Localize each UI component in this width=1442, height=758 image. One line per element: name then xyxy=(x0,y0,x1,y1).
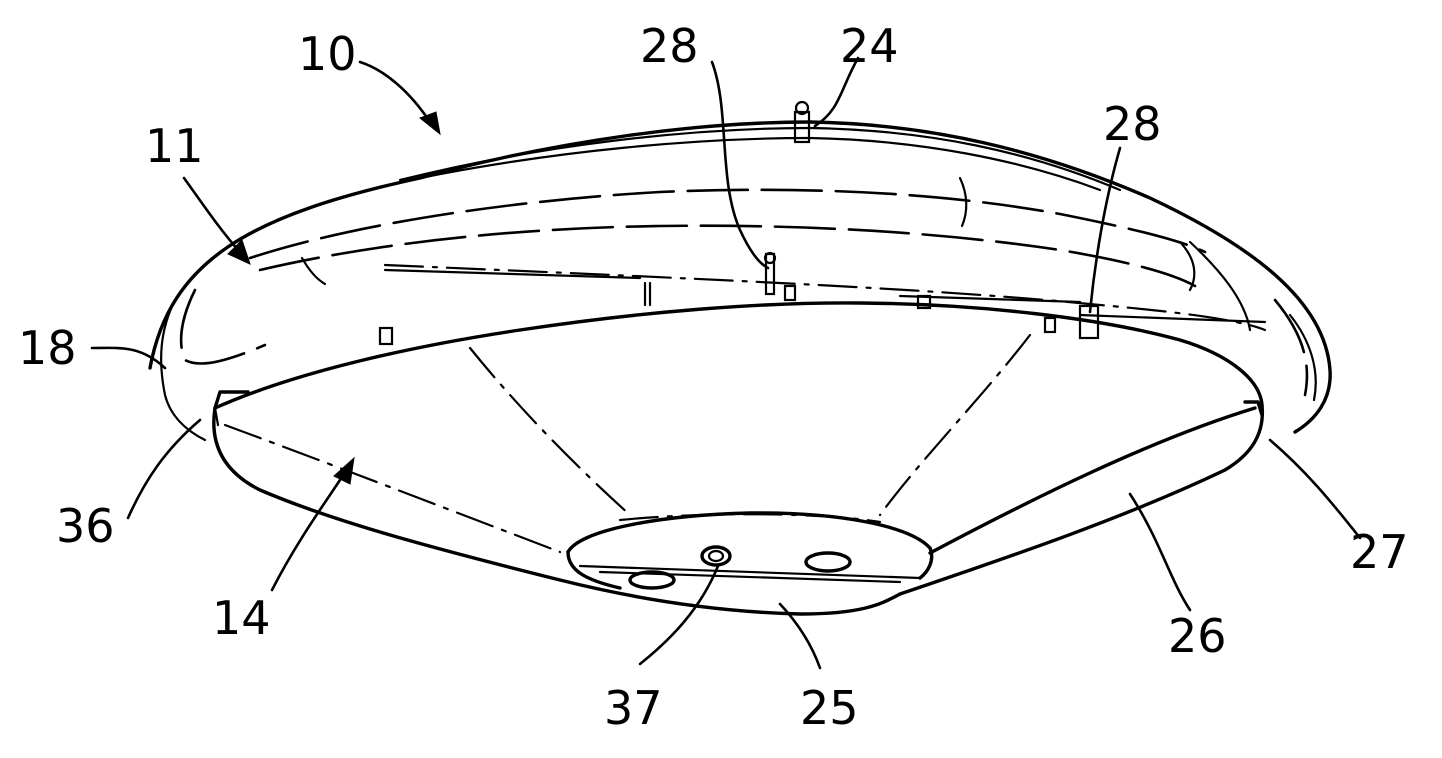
label-28-right: 28 xyxy=(1103,97,1162,151)
upper-dome xyxy=(148,120,1332,442)
label-18: 18 xyxy=(18,321,77,375)
label-25: 25 xyxy=(800,681,859,735)
label-27: 27 xyxy=(1350,525,1409,579)
label-10: 10 xyxy=(298,27,357,81)
label-24: 24 xyxy=(840,19,899,73)
label-37: 37 xyxy=(604,681,663,735)
reference-numerals: 10 11 18 36 14 37 25 26 27 28 24 28 xyxy=(18,19,1409,735)
lower-cone xyxy=(212,333,1265,616)
leaders xyxy=(90,56,1362,670)
label-11: 11 xyxy=(145,119,204,173)
label-14: 14 xyxy=(212,591,271,645)
label-28-left: 28 xyxy=(640,19,699,73)
label-26: 26 xyxy=(1168,609,1227,663)
rim xyxy=(213,100,1267,410)
label-36: 36 xyxy=(56,499,115,553)
